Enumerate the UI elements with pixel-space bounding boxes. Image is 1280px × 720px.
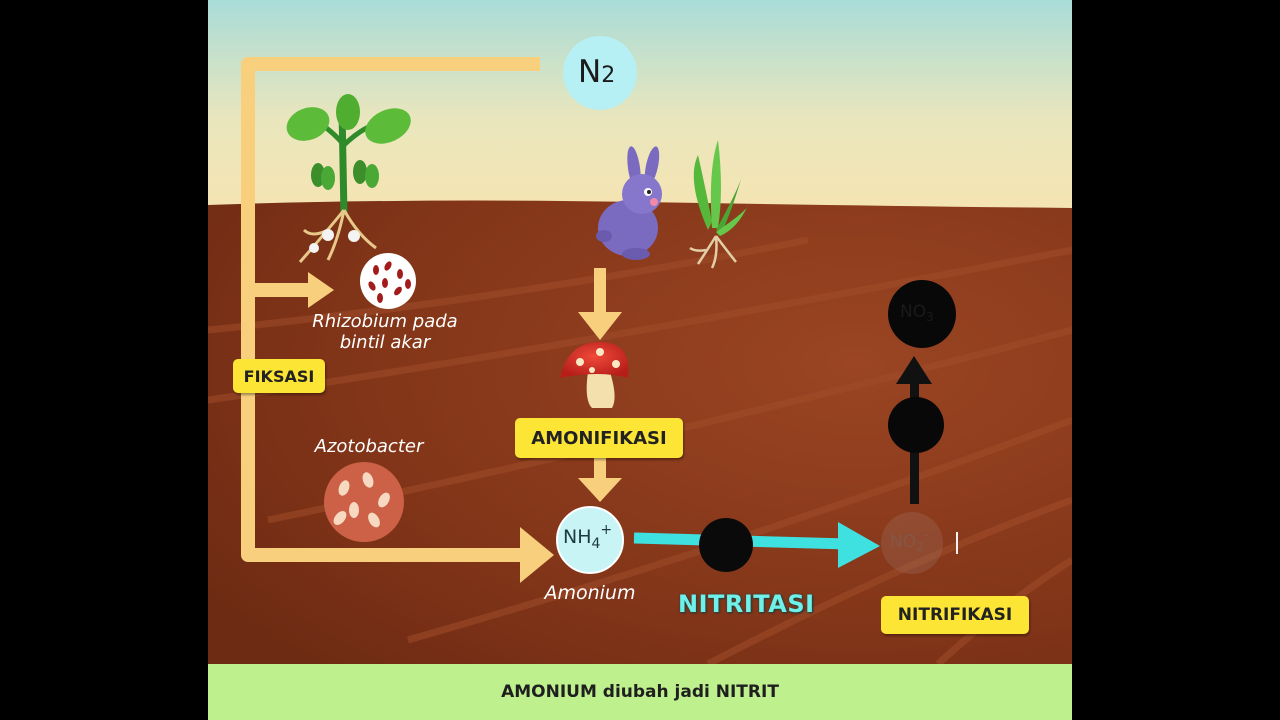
- bacteria-dot-icon: [888, 397, 944, 453]
- subtitle-bar: AMONIUM diubah jadi NITRIT: [208, 664, 1072, 720]
- amonifikasi-tag: AMONIFIKASI: [515, 418, 683, 458]
- azotobacter-caption: Azotobacter: [314, 436, 424, 457]
- grass-plant-icon: [689, 140, 748, 269]
- fiksasi-arrowhead-bottom: [520, 527, 554, 583]
- no2-label: NO2-: [890, 528, 928, 554]
- no2-bubble: [881, 512, 943, 574]
- nh4-label: NH4+: [563, 522, 612, 552]
- fiksasi-arrow: [241, 57, 540, 562]
- fiksasi-arrowhead-middle: [308, 272, 334, 308]
- bacteria-dot-icon: [699, 518, 753, 572]
- no3-bubble: [888, 280, 956, 348]
- n2-subscript: 2: [601, 63, 616, 88]
- nh4-superscript: +: [600, 522, 613, 538]
- rhizobium-nodule-icon: [360, 253, 416, 309]
- n2-label: N2: [578, 54, 615, 90]
- n2-bubble: [563, 36, 637, 110]
- rhizobium-caption: Rhizobium pada bintil akar: [292, 311, 478, 353]
- nh4-symbol: NH: [563, 526, 592, 548]
- rabbit-icon: [596, 146, 662, 260]
- rhizobium-caption-line1: Rhizobium pada: [312, 311, 458, 332]
- no3-symbol: NO: [900, 302, 927, 322]
- no3-label: NO3: [900, 302, 934, 324]
- subtitle-text: AMONIUM diubah jadi NITRIT: [501, 682, 779, 702]
- diagram-canvas: N2 NH4+ NO2- NO3 Rhizobium pada bintil a…: [208, 0, 1072, 720]
- no2-symbol: NO: [890, 532, 917, 552]
- text-cursor-icon: [956, 532, 958, 554]
- legume-plant-icon: [286, 94, 411, 263]
- mushroom-icon: [560, 342, 629, 408]
- amonifikasi-arrows: [578, 268, 622, 502]
- no3-subscript: 3: [926, 310, 934, 324]
- nh4-subscript: 4: [591, 536, 601, 552]
- amonium-caption: Amonium: [544, 582, 636, 604]
- nitrifikasi-tag: NITRIFIKASI: [881, 596, 1029, 634]
- no2-superscript: -: [923, 528, 929, 542]
- n2-symbol: N: [578, 54, 602, 90]
- nh4-bubble: [556, 506, 624, 574]
- fiksasi-tag: FIKSASI: [233, 359, 325, 393]
- nitritasi-label: NITRITASI: [678, 590, 815, 618]
- no2-subscript: 2: [916, 540, 924, 554]
- rhizobium-caption-line2: bintil akar: [339, 332, 431, 353]
- azotobacter-cell-icon: [324, 462, 404, 542]
